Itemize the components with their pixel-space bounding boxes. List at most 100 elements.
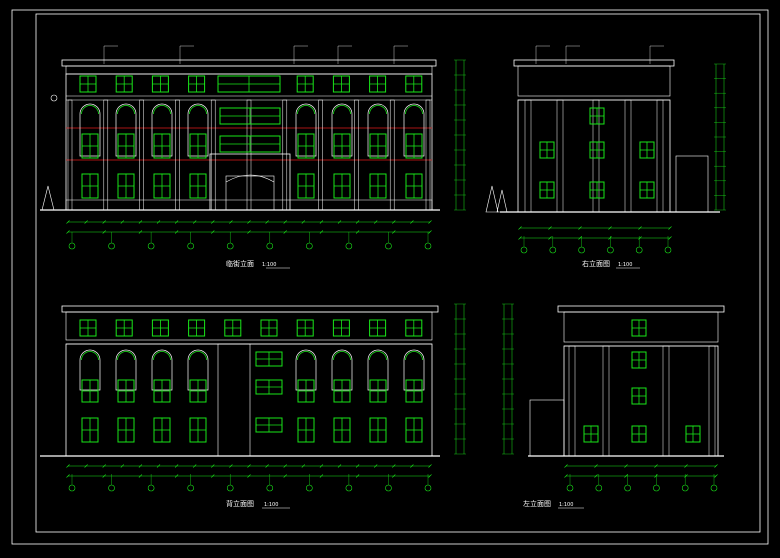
dimension-tick [138,464,143,468]
window [631,319,647,337]
window [369,417,387,443]
pilaster [210,99,216,211]
window [589,141,605,159]
dimension-tick [668,226,672,230]
front-elevation-scale: 1:100 [262,262,276,268]
side-annex [675,155,709,213]
dimension-tick [211,464,215,468]
axis-bubbles [68,474,432,492]
dimension-tick [156,464,161,468]
arch-fanlight [297,105,315,115]
axis-bubble [108,484,115,492]
window [219,135,281,153]
arch-fanlight [81,105,99,115]
axis-bubble [595,484,603,492]
axis-bubble [578,246,585,254]
window [224,319,242,337]
window [685,425,701,443]
window [151,75,169,93]
window [405,417,423,443]
axis-bubble [549,246,557,254]
axis-bubble [710,484,718,492]
window [405,75,423,93]
dimension-tick [392,464,396,468]
axis-bubble [306,484,313,492]
arched-window [115,103,137,157]
dimension-tick [192,220,197,224]
axis-bubble [424,242,432,250]
left-elevation-scale: 1:100 [559,502,573,508]
axis-bubble [108,242,115,250]
plinth [65,199,433,211]
window [369,319,387,337]
dimension-tick [668,236,672,240]
column [624,99,632,213]
axis-bubble [664,246,672,254]
window [333,133,351,159]
dimension-tick [229,464,233,468]
dimension-tick [608,236,612,240]
arched-window [331,349,353,391]
building-outline [65,343,433,457]
dimension-tick [174,464,179,468]
cornice [61,305,439,313]
window [117,417,135,443]
dimension-tick [66,464,70,468]
pilaster [318,99,323,211]
dimension-tick [211,220,215,224]
side-annex [529,399,565,457]
window [189,173,207,199]
column [602,345,610,457]
window [369,379,387,403]
arch-fanlight [369,351,387,361]
dimension-tick [392,230,396,234]
entrance-door [225,175,275,211]
dimension-tick [229,220,233,224]
window [117,173,135,199]
section-mark [50,94,58,102]
window [333,379,351,403]
dimension-tick [84,220,88,224]
window [219,107,281,125]
dimension-tick [174,474,179,478]
window [117,379,135,403]
arched-window [187,103,209,157]
column [662,345,670,457]
dimension-tick [283,230,287,234]
window [189,133,207,159]
axis-bubble [266,242,274,250]
window [369,75,387,93]
window [631,351,647,369]
window [81,133,99,159]
arched-window [151,349,173,391]
tree [41,185,55,211]
window [189,417,207,443]
dimension-tick [319,220,324,224]
arch-fanlight [117,351,135,361]
column [568,345,576,457]
axis-bubble [345,484,353,492]
dimension-tick [301,464,306,468]
dimension-tick [518,236,522,240]
dimension-tick [428,474,432,478]
dimension-tick [66,474,70,478]
dimension-tick [337,220,342,224]
window [539,141,555,159]
dimension-tick [518,226,522,230]
vertical-dimension-chain [454,59,466,211]
dimension-tick [410,464,414,468]
dimension-tick [714,464,718,468]
cornice [61,59,437,67]
arched-window [403,349,425,391]
pilaster [139,99,144,211]
column [592,99,600,213]
dimension-tick [247,230,251,234]
window [405,173,423,199]
window [117,133,135,159]
arch-fanlight [81,351,99,361]
window [405,133,423,159]
arched-window [187,349,209,391]
dimension-tick [192,464,197,468]
entrance-arch [225,174,275,183]
dimension-tick [283,474,287,478]
